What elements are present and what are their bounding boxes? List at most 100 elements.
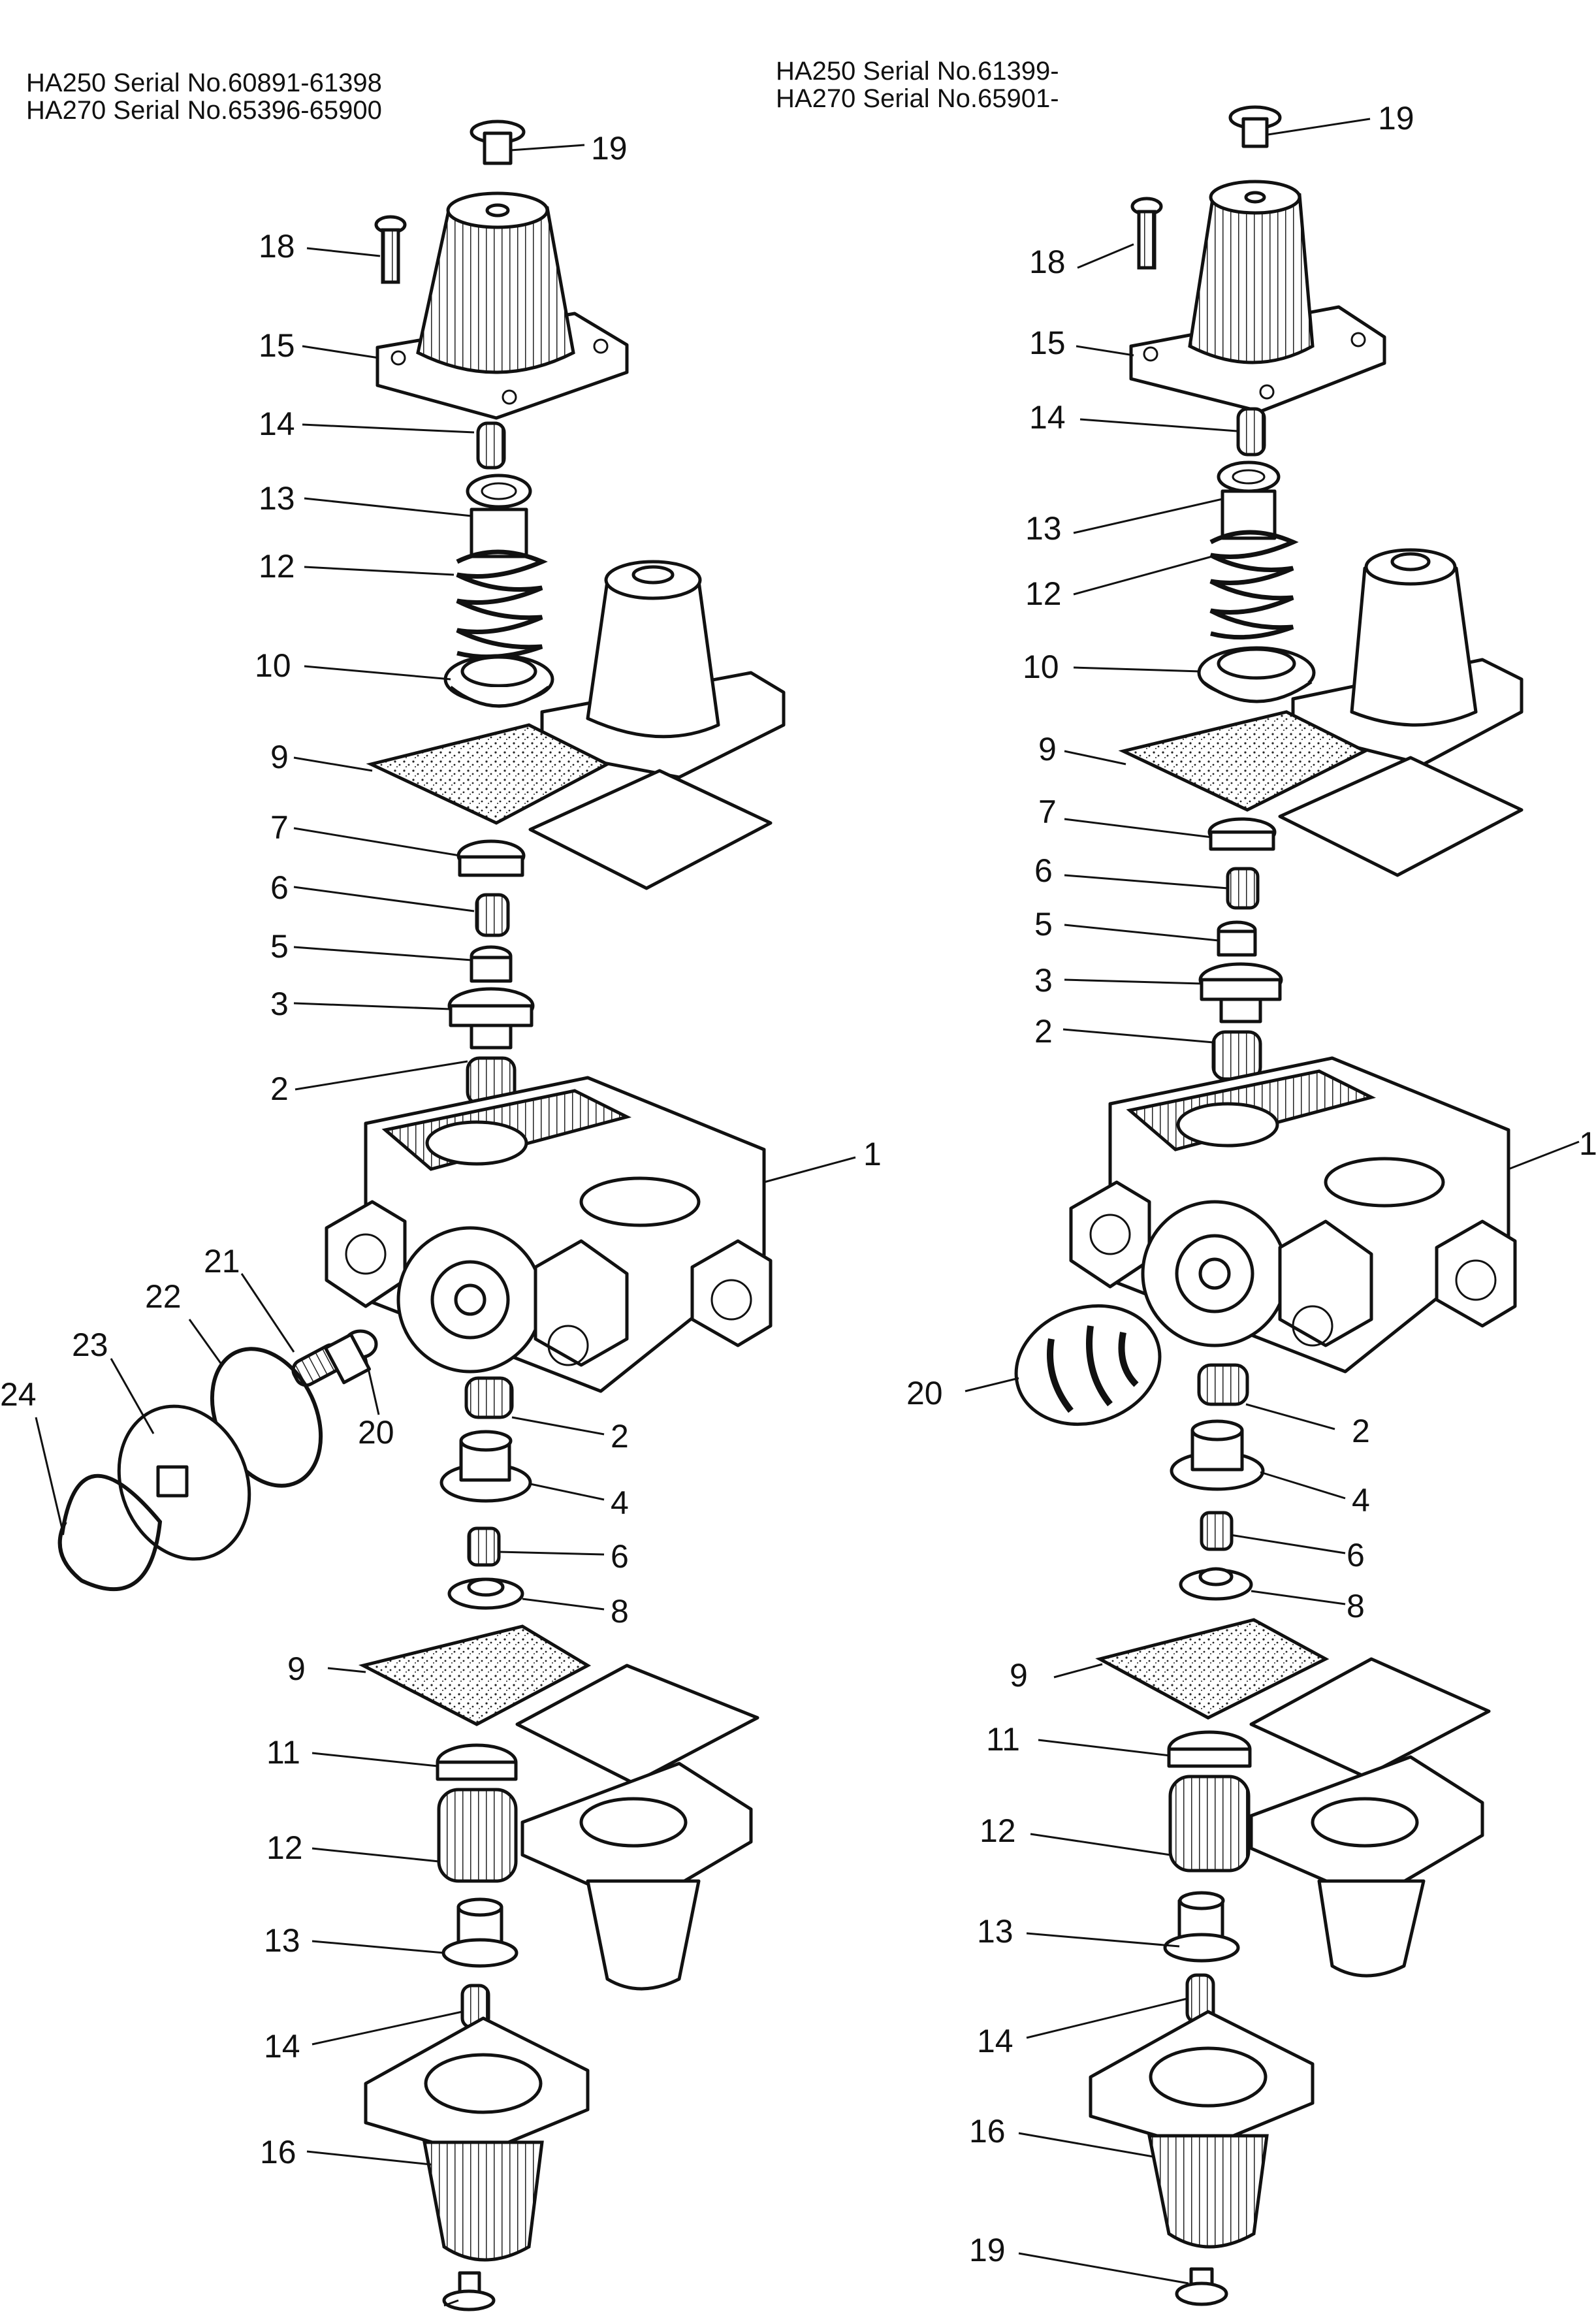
right-label-18: 18 [1029, 244, 1066, 280]
left-part-1-body [325, 1076, 773, 1393]
right-part-18-screw [1130, 197, 1163, 270]
left-label-24: 24 [0, 1376, 37, 1413]
left-part-20-plug [323, 1329, 378, 1385]
left-label-15: 15 [259, 327, 295, 364]
right-label-9-lower: 9 [1010, 1657, 1028, 1694]
left-label-5: 5 [270, 928, 289, 965]
left-part-13-sleeve [466, 474, 532, 558]
left-assembly: 19 18 15 14 13 12 10 9 7 6 5 3 2 1 21 22… [0, 120, 882, 2311]
left-label-9: 9 [270, 739, 289, 775]
right-part-6-spring-upper [1226, 867, 1260, 910]
left-label-1: 1 [863, 1136, 882, 1172]
right-part-8-seat [1179, 1567, 1253, 1601]
left-part-19-bottom [442, 2271, 496, 2311]
left-label-21: 21 [204, 1243, 240, 1280]
right-part-14-spring [1236, 407, 1266, 457]
right-part-19-top [1228, 105, 1282, 148]
left-part-12-spring [456, 549, 548, 660]
left-part-2-spring-lower [464, 1376, 514, 1419]
right-part-16-lower-cover [1089, 2010, 1315, 2249]
right-label-3: 3 [1034, 962, 1053, 999]
right-label-6-lower: 6 [1347, 1537, 1365, 1573]
right-part-labels: 19 18 15 14 13 12 10 9 7 6 5 3 2 1 20 2 … [906, 100, 1596, 2268]
right-label-2-lower: 2 [1352, 1413, 1370, 1449]
right-label-12-lower: 12 [980, 1812, 1016, 1849]
right-part-10-seat [1197, 646, 1316, 703]
right-label-15: 15 [1029, 325, 1066, 361]
header-left-line2: HA270 Serial No.65396-65900 [26, 96, 382, 125]
left-part-16-lower-cover [364, 2016, 590, 2262]
left-label-6-lower: 6 [611, 1538, 629, 1575]
left-part-3-valve [447, 987, 535, 1050]
header-right-line1: HA250 Serial No.61399- [776, 57, 1059, 86]
left-part-12-spring-lower [437, 1788, 518, 1883]
left-part-labels: 19 18 15 14 13 12 10 9 7 6 5 3 2 1 21 22… [0, 130, 882, 2170]
right-part-12-spring-lower [1168, 1775, 1251, 1873]
left-label-9-lower: 9 [287, 1650, 306, 1687]
right-assembly: 19 18 15 14 13 12 10 9 7 6 5 3 2 1 20 2 … [906, 100, 1596, 2306]
right-lower-cover-behind [1249, 1755, 1484, 1978]
right-label-19-bottom: 19 [969, 2232, 1006, 2268]
left-label-23: 23 [72, 1327, 108, 1363]
left-label-12-lower: 12 [266, 1829, 303, 1866]
right-label-20: 20 [906, 1375, 943, 1411]
left-label-14-lower: 14 [264, 2028, 300, 2065]
left-part-8-seat [447, 1577, 524, 1610]
right-part-13-sleeve [1217, 460, 1281, 540]
left-leader-lines [35, 144, 856, 2307]
right-label-6: 6 [1034, 852, 1053, 889]
left-part-11-piston [436, 1743, 518, 1781]
left-part-7-disc [456, 839, 526, 877]
left-part-9-gasket-upper [366, 723, 773, 890]
left-part-4-valve [439, 1430, 532, 1503]
right-label-7: 7 [1038, 794, 1057, 830]
left-label-14: 14 [259, 406, 295, 442]
right-part-11-piston [1167, 1730, 1252, 1768]
right-label-16: 16 [969, 2113, 1006, 2149]
left-label-4: 4 [611, 1485, 629, 1521]
right-part-3-valve [1198, 962, 1283, 1023]
left-label-19: 19 [591, 130, 628, 167]
right-label-4: 4 [1352, 1482, 1370, 1519]
right-label-13-lower: 13 [977, 1913, 1013, 1950]
left-label-18: 18 [259, 228, 295, 265]
left-part-9-gasket-lower [358, 1624, 759, 1785]
header-left-line1: HA250 Serial No.60891-61398 [26, 69, 382, 97]
left-lower-cover-behind [520, 1762, 753, 1991]
right-part-6-spring-lower [1200, 1511, 1234, 1551]
right-part-4-valve [1170, 1419, 1265, 1491]
right-label-1: 1 [1579, 1125, 1596, 1162]
left-cover-behind [540, 560, 786, 779]
right-part-9-gasket-lower [1095, 1618, 1491, 1779]
right-label-13: 13 [1025, 510, 1062, 547]
left-label-7: 7 [270, 809, 289, 846]
left-label-2-lower: 2 [611, 1418, 629, 1455]
right-part-9-gasket-upper [1118, 710, 1524, 877]
right-part-19-bottom [1175, 2267, 1228, 2306]
right-part-7-disc [1207, 817, 1277, 851]
right-label-9: 9 [1038, 731, 1057, 767]
right-leader-lines [965, 118, 1580, 2285]
left-label-2-upper: 2 [270, 1070, 289, 1107]
left-part-5-plunger [470, 945, 513, 983]
right-label-12: 12 [1025, 575, 1062, 612]
right-label-2-upper: 2 [1034, 1013, 1053, 1050]
header-right-line2: HA270 Serial No.65901- [776, 84, 1059, 113]
left-label-12: 12 [259, 548, 295, 585]
right-label-5: 5 [1034, 906, 1053, 942]
right-label-11: 11 [986, 1721, 1020, 1758]
right-part-2-spring-upper [1211, 1030, 1262, 1081]
left-label-11: 11 [266, 1734, 300, 1771]
left-part-24-snap-ring [57, 1473, 163, 1592]
left-part-6-spring-lower [467, 1526, 501, 1567]
left-part-13-sleeve-lower [441, 1897, 519, 1968]
left-part-18-screw [374, 215, 407, 284]
left-part-23-disc [117, 1404, 251, 1561]
left-part-14-spring [476, 421, 506, 470]
right-part-1-body [1069, 1056, 1517, 1374]
left-label-6: 6 [270, 869, 289, 906]
left-label-22: 22 [145, 1278, 182, 1315]
left-label-8: 8 [611, 1593, 629, 1630]
right-part-13-sleeve-lower [1163, 1891, 1240, 1963]
left-label-13-lower: 13 [264, 1922, 300, 1959]
